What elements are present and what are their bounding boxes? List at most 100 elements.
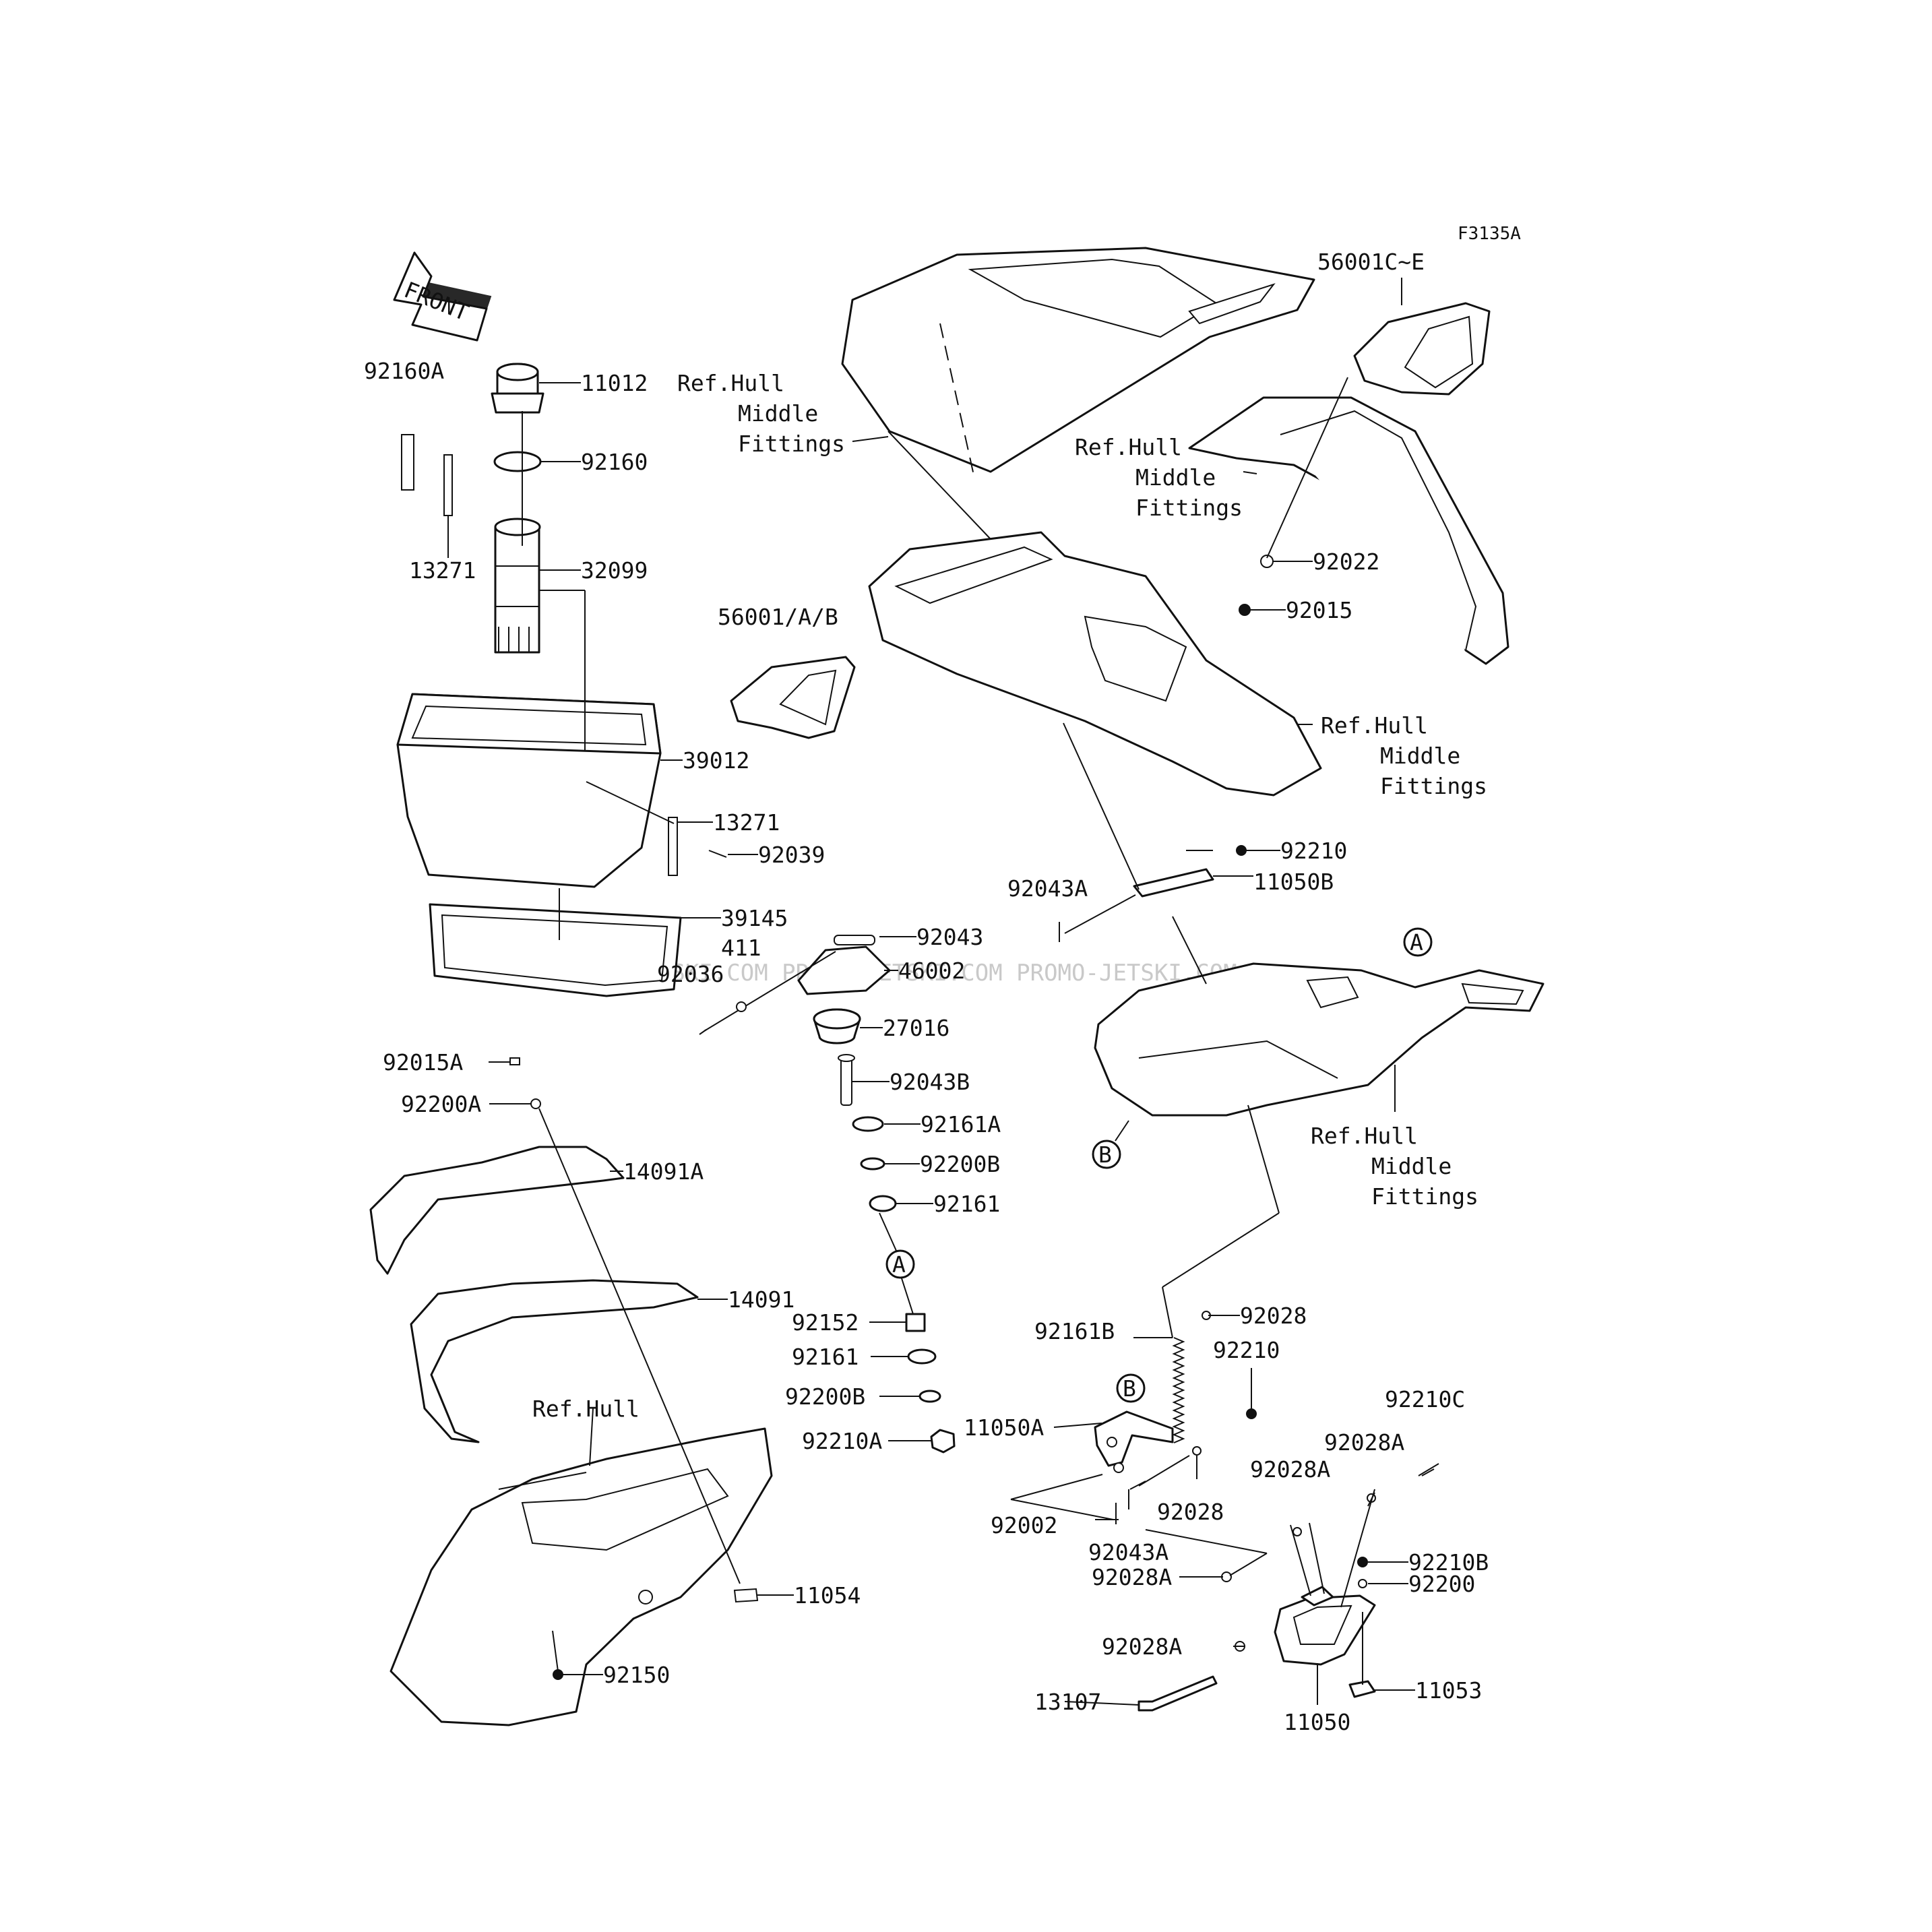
label-14091A: 14091A xyxy=(623,1158,704,1185)
gasket-39145 xyxy=(429,903,682,997)
label-27016: 27016 xyxy=(883,1015,949,1041)
label-92002: 92002 xyxy=(991,1512,1057,1538)
front-arrow-icon: FRONT xyxy=(393,251,492,342)
o-ring-92160 xyxy=(493,451,542,472)
label-92015: 92015 xyxy=(1286,597,1352,623)
trim-14091A xyxy=(369,1146,625,1275)
cowl-56001AB xyxy=(730,656,856,739)
svg-text:B: B xyxy=(1123,1375,1136,1402)
label-14091: 14091 xyxy=(728,1286,794,1313)
svg-text:A: A xyxy=(1410,929,1423,956)
label-92161-bot: 92161 xyxy=(792,1344,859,1370)
nut-92210-mid xyxy=(1246,1408,1257,1419)
svg-text:Ref.Hull: Ref.Hull xyxy=(1075,434,1182,460)
washer-92200B-bot xyxy=(918,1390,941,1403)
screw-92039 xyxy=(708,850,727,858)
screw-92150 xyxy=(553,1669,563,1680)
bolt-92210C xyxy=(1418,1463,1439,1476)
label-11050: 11050 xyxy=(1284,1709,1350,1735)
seat-upper xyxy=(841,247,1315,476)
washer-92161-top xyxy=(869,1195,897,1212)
label-92015A: 92015A xyxy=(383,1049,463,1076)
cowl-56001CE xyxy=(1353,302,1491,396)
svg-text:Middle: Middle xyxy=(1371,1153,1452,1179)
bolt-92043A-bot xyxy=(1129,1481,1146,1490)
label-92210A: 92210A xyxy=(802,1428,882,1454)
label-92200: 92200 xyxy=(1408,1571,1475,1597)
watermark: JETSKI.COM PROMO-JETSKI.COM PROMO-JETSKI… xyxy=(630,960,1237,987)
collar-92152 xyxy=(905,1313,926,1332)
svg-text:B: B xyxy=(1098,1142,1112,1168)
cap-11012 xyxy=(491,363,544,414)
label-92022: 92022 xyxy=(1313,549,1379,575)
label-92028A-4: 92028A xyxy=(1102,1633,1182,1660)
marker-a-center: A xyxy=(885,1249,915,1279)
label-92028A-2: 92028A xyxy=(1250,1456,1330,1483)
label-11053: 11053 xyxy=(1415,1677,1482,1704)
nut-92015A xyxy=(509,1057,520,1065)
side-cover-right xyxy=(1188,396,1509,665)
washer-92161-bot xyxy=(907,1348,937,1365)
svg-text:Middle: Middle xyxy=(1135,464,1216,491)
svg-text:Ref.Hull: Ref.Hull xyxy=(677,370,784,396)
washer-92028-mid xyxy=(1192,1446,1202,1456)
label-92210C: 92210C xyxy=(1385,1386,1465,1412)
label-92150: 92150 xyxy=(603,1662,670,1688)
handle-11050 xyxy=(1274,1586,1376,1666)
label-56001CE: 56001C~E xyxy=(1317,249,1425,275)
svg-text:Ref.Hull: Ref.Hull xyxy=(1311,1123,1418,1149)
stud-11054 xyxy=(733,1588,759,1603)
washer-92028A-3 xyxy=(1221,1571,1232,1582)
label-39012: 39012 xyxy=(683,747,749,774)
marker-b-lower: B xyxy=(1116,1373,1146,1403)
bracket-11050A xyxy=(1094,1410,1174,1473)
label-92043B: 92043B xyxy=(890,1069,970,1095)
pad-92160A xyxy=(401,434,414,491)
ref-label-4: Ref.Hull Middle Fittings xyxy=(1311,1123,1478,1210)
washer-92200 xyxy=(1358,1579,1367,1588)
label-92160A: 92160A xyxy=(364,358,444,384)
svg-text:A: A xyxy=(892,1251,906,1278)
tub-39012 xyxy=(396,693,662,888)
label-92028A-1: 92028A xyxy=(1324,1429,1404,1456)
label-92043A-top: 92043A xyxy=(1007,875,1088,902)
svg-text:Ref.Hull: Ref.Hull xyxy=(1321,712,1428,739)
label-92028A-3: 92028A xyxy=(1092,1564,1172,1590)
svg-text:Fittings: Fittings xyxy=(1371,1183,1478,1210)
label-92200A: 92200A xyxy=(401,1091,481,1117)
strip-13271-top xyxy=(443,454,453,516)
label-92036: 92036 xyxy=(657,961,724,987)
label-56001AB: 56001/A/B xyxy=(718,604,838,630)
svg-text:Middle: Middle xyxy=(738,400,818,427)
label-92043: 92043 xyxy=(916,924,983,950)
label-46002: 46002 xyxy=(898,958,965,984)
marker-a-right: A xyxy=(1403,927,1433,957)
svg-text:Fittings: Fittings xyxy=(1135,495,1243,521)
seat-lower xyxy=(868,531,1322,797)
neck-32099 xyxy=(494,518,541,654)
washer-92028A-2 xyxy=(1292,1527,1302,1536)
label-11050A: 11050A xyxy=(964,1414,1044,1441)
label-13271-mid: 13271 xyxy=(713,809,780,836)
seat-base xyxy=(1094,962,1545,1117)
spring-92161B xyxy=(1172,1337,1185,1443)
label-92028-mid: 92028 xyxy=(1157,1499,1224,1525)
hull-lower xyxy=(389,1427,773,1726)
labels: 11012 92160 92160A 13271 32099 39012 132… xyxy=(364,249,1489,1735)
diagram-code: F3135A xyxy=(1458,224,1521,244)
svg-text:Fittings: Fittings xyxy=(1380,773,1487,799)
svg-text:Fittings: Fittings xyxy=(738,431,845,457)
label-13271-top: 13271 xyxy=(409,557,476,584)
strip-13271-mid xyxy=(668,817,678,876)
ref-label-2: Ref.Hull Middle Fittings xyxy=(1075,434,1243,521)
label-92152: 92152 xyxy=(792,1309,859,1336)
svg-text:Middle: Middle xyxy=(1380,743,1460,769)
label-411: 411 xyxy=(721,935,761,961)
label-92161A: 92161A xyxy=(921,1111,1001,1138)
washer-92200B-top xyxy=(860,1157,885,1171)
label-92200B-top: 92200B xyxy=(920,1151,1000,1177)
label-92210-mid: 92210 xyxy=(1213,1337,1280,1363)
ref-label-1: Ref.Hull Middle Fittings xyxy=(677,370,845,457)
nut-92210A xyxy=(930,1429,956,1454)
